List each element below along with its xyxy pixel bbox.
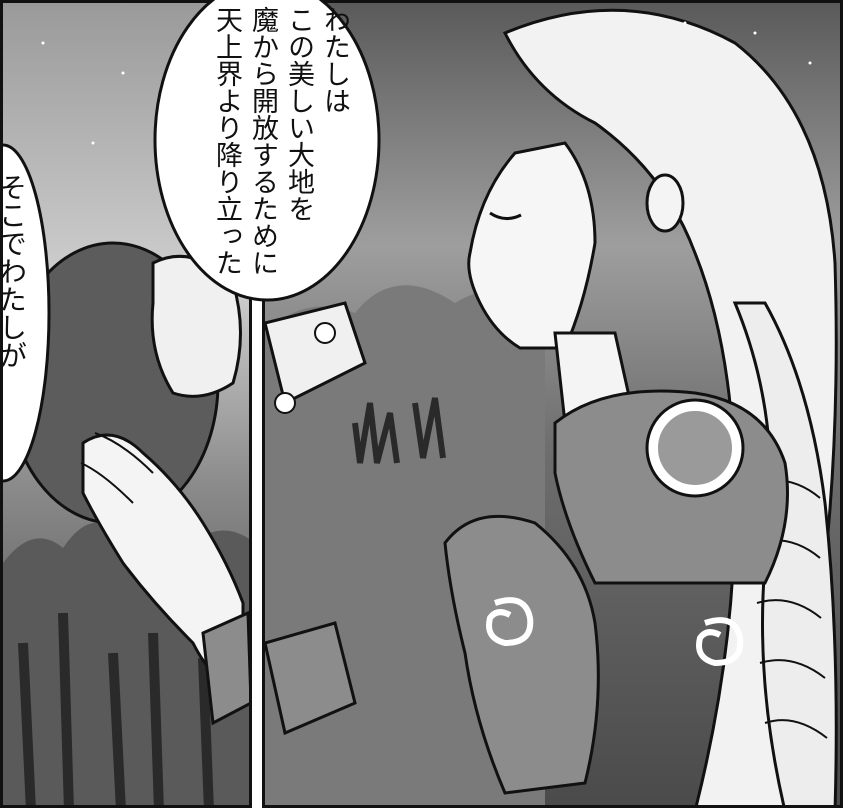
- finger-1: [80, 462, 134, 504]
- braid-segments: [754, 479, 828, 739]
- bracer: [265, 621, 357, 736]
- balloon-shape: [153, 0, 381, 302]
- star: [41, 41, 45, 45]
- strap-rivet: [274, 392, 296, 414]
- closed-eye: [489, 211, 522, 220]
- balloon-line-4: 天上界より降り立った: [211, 6, 242, 276]
- star: [753, 31, 757, 35]
- face-profile: [467, 141, 597, 350]
- spiral-ornament: [696, 617, 744, 667]
- wrist-cuff: [201, 610, 249, 726]
- finger-2: [94, 432, 154, 474]
- balloon-line-1: わたしは: [319, 6, 350, 114]
- star: [808, 61, 812, 65]
- castle-ruins: [352, 397, 446, 464]
- spiral-ornament: [486, 597, 534, 647]
- balloon-line-3: 魔から開放するために: [247, 6, 278, 276]
- balloon-shape: [3, 143, 51, 483]
- star: [121, 71, 125, 75]
- ear: [645, 173, 685, 233]
- armor-boss: [648, 401, 742, 495]
- armor-boss-outline: [645, 398, 745, 498]
- star: [91, 141, 95, 145]
- balloon-line-2: この美しい大地を: [283, 6, 314, 222]
- armor-strap: [265, 301, 367, 406]
- speech-balloon-main: わたしは この美しい大地を 魔から開放するために 天上界より降り立った: [150, 0, 385, 310]
- balloon-text: そこでわたしが: [0, 173, 28, 369]
- strap-rivet: [314, 322, 336, 344]
- upper-arm: [443, 514, 600, 795]
- tree-trunks: [18, 612, 214, 805]
- star: [683, 21, 687, 25]
- speech-balloon-left: そこでわたしが: [0, 143, 53, 483]
